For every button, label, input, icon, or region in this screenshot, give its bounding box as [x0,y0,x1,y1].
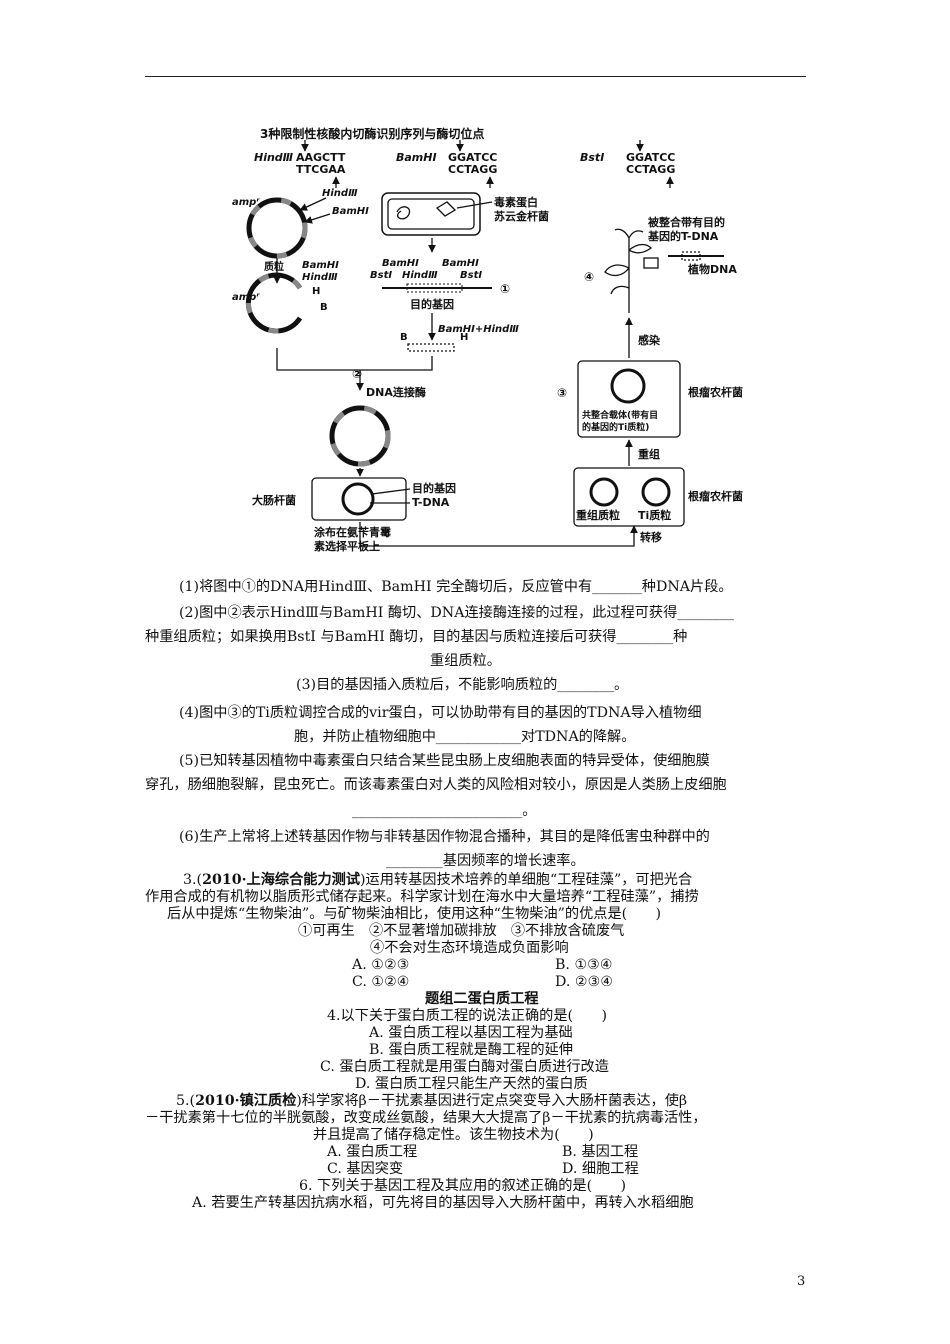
enzyme-hind3-top: AAGCTT [296,151,346,164]
agro-box-upper [577,360,681,438]
q5-line2: －干扰素第十七位的半胱氨酸，改变成丝氨酸，结果大大提高了β－干扰素的抗病毒活性， [145,1110,707,1126]
dna-bamh1-right: BamHⅠ [442,258,479,269]
ecoli-label: 大肠杆菌 [252,493,296,507]
target-gene-label: 目的基因 [410,297,454,311]
q2-part5-line3: ________________________。 [352,803,537,819]
ecoli-tdna: T-DNA [412,496,450,509]
enzyme-bst1-bottom: CCTAGG [626,163,675,176]
header-rule [145,76,806,77]
q5-option-c: C. 基因突变 [327,1161,404,1177]
plant-icon [604,228,652,313]
transfer-label: 转移 [640,530,662,544]
circle-2: ② [352,367,362,381]
enzyme-bamh1-top: GGATCC [448,151,497,164]
page-number: 3 [797,1274,806,1289]
q2-part1: (1)将图中①的DNA用HindⅢ、BamHⅠ 完全酶切后，反应管中有_____… [179,579,733,595]
q3-line3: 后从中提炼“生物柴油”。与矿物柴油相比，使用这种“生物柴油”的优点是( ) [167,906,662,922]
amp-label-2: ampʳ [232,292,260,303]
circle-1: ① [500,282,510,296]
plasmid-label: 质粒 [264,260,284,273]
fragment-B: B [400,332,408,343]
agro-box-lower [573,467,685,527]
fragment-H: H [460,332,468,343]
q2-part6-line2: ________基因频率的增长速率。 [386,853,585,869]
q3-option-a: A. ①②③ [352,957,410,973]
q4-stem: 4.以下关于蛋白质工程的说法正确的是( ) [327,1008,607,1024]
q5-option-b: B. 基因工程 [562,1144,639,1160]
figure-title: 3种限制性核酸内切酶识别序列与酶切位点 [260,126,484,141]
enzyme-hind3-name: HindⅢ [254,151,294,164]
ti-plasmid-label: Ti质粒 [638,508,671,522]
open-plasmid-B: B [320,302,328,313]
section-heading: 题组二蛋白质工程 [425,991,539,1007]
q3-line5: ④不会对生态环境造成负面影响 [370,940,569,956]
q6-option-a: A. 若要生产转基因抗病水稻，可先将目的基因导入大肠杆菌中，再转入水稻细胞 [192,1195,694,1211]
q2-part5-line1: (5)已知转基因植物中毒素蛋白只结合某些昆虫肠上皮细胞表面的特异受体，使细胞膜 [179,753,710,769]
bt-cell [381,192,481,236]
q3-line4: ①可再生 ②不显著增加碳排放 ③不排放含硫废气 [298,923,625,939]
q2-part6-line1: (6)生产上常将上述转基因作物与非转基因作物混合播种，其目的是降低害虫种群中的 [179,829,710,845]
q2-part4-line1: (4)图中③的Ti质粒调控合成的vir蛋白，可以协助带有目的基因的TDNA导入植… [179,705,702,721]
gene-engineering-diagram: 3种限制性核酸内切酶识别序列与酶切位点 HindⅢ AAGCTT TTCGAA … [232,126,743,553]
dna-bst1-left: BstⅠ [370,270,392,281]
q2-part4-line2: 胞，并防止植物细胞中____________对TDNA的降解。 [294,729,636,745]
q3-option-d: D. ②③④ [555,974,614,990]
q5-line3: 并且提高了储存稳定性。该生物技术为( ) [313,1127,594,1143]
q4-option-a: A. 蛋白质工程以基因工程为基础 [369,1025,573,1041]
enzyme-bamh1-name: BamHⅠ [396,151,437,164]
enzyme-hind3-bottom: TTCGAA [296,163,346,176]
q3-line1: 3.(2010·上海综合能力测试)运用转基因技术培养的单细胞“工程硅藻”，可把光… [183,872,693,888]
q5-option-a: A. 蛋白质工程 [327,1144,418,1160]
dna-hind3: HindⅢ [402,270,438,281]
circle-3: ③ [557,386,567,400]
q2-part2-line1: (2)图中②表示HindⅢ与BamHⅠ 酶切、DNA连接酶连接的过程，此过程可获… [179,605,735,621]
plate-line-1: 涂布在氨苄青霉 [314,525,391,539]
q2-part3: (3)目的基因插入质粒后，不能影响质粒的________。 [296,677,629,693]
recomb-plasmid-label: 重组质粒 [576,508,620,522]
q2-part2-line2: 种重组质粒；如果换用BstⅠ 与BamHⅠ 酶切，目的基因与质粒连接后可获得__… [145,629,688,645]
agro-label-lower: 根瘤农杆菌 [688,489,743,503]
plate-line-2: 素选择平板上 [314,539,380,553]
open-plasmid-H: H [312,286,320,297]
q5-line1: 5.(2010·镇江质检)科学家将β－干扰素基因进行定点突变导入大肠杆菌表达，使… [176,1093,688,1109]
q4-option-d: D. 蛋白质工程只能生产天然的蛋白质 [355,1076,588,1092]
q3-option-c: C. ①②④ [352,974,410,990]
arrow-hind3-label: HindⅢ [302,272,338,283]
integrated-line-2: 基因的T-DNA [647,229,719,243]
ecoli-box [311,477,407,521]
infect-label: 感染 [638,333,661,347]
plasmid-hind3-label: HindⅢ [322,188,358,199]
toxin-label: 毒素蛋白 [494,195,538,209]
cointegrate-line-2: 的基因的Ti质粒) [582,421,649,433]
q3-option-b: B. ①③④ [555,957,613,973]
q5-option-d: D. 细胞工程 [562,1161,639,1177]
bt-name: 苏云金杆菌 [494,209,549,223]
q6-stem: 6. 下列关于基因工程及其应用的叙述正确的是( ) [299,1178,627,1194]
agro-label-upper: 根瘤农杆菌 [688,385,743,399]
cointegrate-line-1: 共整合载体(带有目 [582,409,658,421]
plant-dna-label: 植物DNA [687,262,737,276]
q4-option-c: C. 蛋白质工程就是用蛋白酶对蛋白质进行改造 [320,1059,609,1075]
enzyme-bst1-name: BstⅠ [580,151,604,164]
q3-line2: 作用合成的有机物以脂质形式储存起来。科学家计划在海水中大量培养“工程硅藻”，捕捞 [145,889,699,905]
amp-label: ampʳ [232,197,260,208]
ecoli-target-gene: 目的基因 [412,481,456,495]
ligase-label: DNA连接酶 [366,385,426,399]
circle-4: ④ [584,270,594,284]
q4-option-b: B. 蛋白质工程就是酶工程的延伸 [369,1042,573,1058]
double-digest-label: BamHⅠ+HindⅢ [438,324,519,335]
q2-part2-line3: 重组质粒。 [430,653,501,669]
enzyme-bamh1-bottom: CCTAGG [448,163,497,176]
arrow-bamh1-label: BamHⅠ [302,260,339,271]
q2-part5-line2: 穿孔，肠细胞裂解，昆虫死亡。而该毒素蛋白对人类的风险相对较小，原因是人类肠上皮细… [145,777,727,793]
integrated-line-1: 被整合带有目的 [648,215,725,229]
enzyme-bst1-top: GGATCC [626,151,675,164]
plasmid-bamh1-label: BamHⅠ [332,206,369,217]
recombine-label: 重组 [638,447,660,461]
dna-bst1-right: BstⅠ [460,270,482,281]
dna-bamh1-left: BamHⅠ [382,258,419,269]
